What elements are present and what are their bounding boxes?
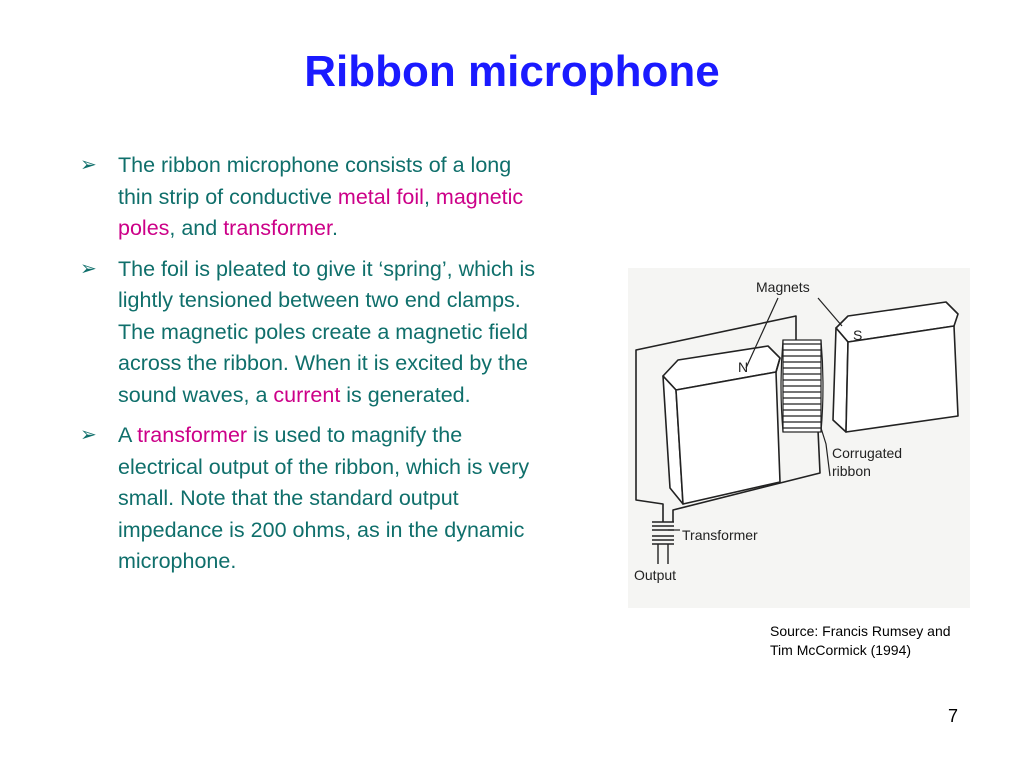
bullet-text: ,	[423, 184, 436, 209]
n-magnet-side	[675, 371, 781, 505]
bullet-text: is generated.	[340, 382, 471, 407]
source-line: Tim McCormick (1994)	[770, 642, 912, 658]
s-magnet-side	[845, 325, 959, 433]
label-transformer: Transformer	[682, 527, 758, 543]
highlight-transformer: transformer	[137, 423, 248, 447]
leader-magnets-n	[745, 297, 779, 369]
label-magnets: Magnets	[756, 279, 810, 295]
label-output: Output	[634, 567, 676, 583]
wire-top	[635, 315, 797, 522]
bullet-list: ➢ The ribbon microphone consists of a lo…	[80, 150, 545, 587]
highlight-magnetic-poles: magnetic poles	[118, 184, 524, 241]
bullet-item: ➢ The foil is pleated to give it ‘spring…	[80, 254, 545, 412]
diagram-drawing: Magnets N S Corrugated ribbon Transforme…	[634, 279, 959, 583]
wire-bottom	[672, 429, 821, 522]
corrugated-ribbon	[780, 339, 824, 433]
bullet-text: A	[118, 423, 138, 447]
highlight-transformer: transformer	[223, 216, 332, 240]
highlight-metal-foil: metal foil	[337, 184, 424, 209]
arrow-bullet-icon: ➢	[80, 154, 97, 176]
arrow-bullet-icon: ➢	[80, 257, 97, 280]
label-corrugated: Corrugated	[832, 445, 902, 461]
bullet-text: The ribbon microphone consists of a long…	[118, 153, 512, 209]
ribbon-microphone-diagram: Magnets N S Corrugated ribbon Transforme…	[628, 268, 970, 608]
bullet-text: The foil is pleated to give it ‘spring’,…	[118, 256, 536, 407]
bullet-item: ➢ The ribbon microphone consists of a lo…	[80, 150, 545, 245]
highlight-current: current	[273, 382, 341, 407]
transformer-coils	[652, 521, 674, 564]
bullet-text: .	[331, 216, 338, 240]
label-n: N	[738, 359, 748, 375]
bullet-text: , and	[169, 216, 224, 240]
bullet-item: ➢ A transformer is used to magnify the e…	[80, 420, 545, 578]
bullet-text: is used to magnify the electrical output…	[118, 423, 530, 573]
leader-ribbon	[820, 427, 831, 477]
slide-title: Ribbon microphone	[304, 47, 720, 96]
leader-magnets-s	[817, 297, 843, 327]
source-line: Source: Francis Rumsey and	[770, 623, 951, 639]
page-number: 7	[948, 706, 959, 726]
arrow-bullet-icon: ➢	[80, 424, 97, 446]
label-s: S	[853, 327, 862, 343]
source-citation: Source: Francis Rumsey and Tim McCormick…	[770, 622, 1010, 660]
label-ribbon: ribbon	[832, 463, 871, 479]
